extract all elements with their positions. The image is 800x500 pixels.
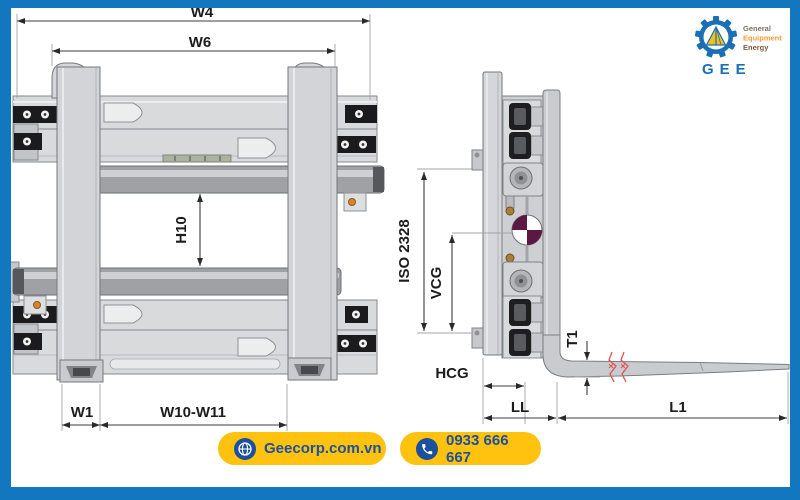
dim-label-vcg: VCG <box>428 267 445 300</box>
phone-button[interactable]: 0933 666 667 <box>400 431 541 466</box>
dim-label-hcg: HCG <box>435 365 468 382</box>
side-view: ISO 2328 VCG HCG LL L1 T1 <box>396 71 790 424</box>
front-view: W4 W6 H10 W1 W10-W11 <box>4 4 385 431</box>
frame-border-left <box>0 0 11 500</box>
website-button[interactable]: Geecorp.com.vn <box>218 432 386 465</box>
dim-label-ll: LL <box>511 399 529 416</box>
break-marks <box>608 351 629 383</box>
brand-word-equipment: Equipment <box>743 34 782 43</box>
gear-icon <box>694 16 738 58</box>
front-end-caps <box>13 105 377 352</box>
frame-border-bottom <box>0 487 800 500</box>
phone-label: 0933 666 667 <box>446 431 509 466</box>
frame-border-top <box>0 0 800 8</box>
brand-logo: General Equipment Energy GEE <box>694 16 782 78</box>
brand-word-general: General <box>743 24 771 33</box>
front-carriage-plates <box>56 66 338 381</box>
side-dimensions: ISO 2328 VCG HCG LL L1 T1 <box>396 168 789 424</box>
phone-icon <box>416 437 438 460</box>
globe-icon <box>234 437 256 460</box>
dim-label-iso-2328: ISO 2328 <box>396 219 413 282</box>
side-plate <box>471 71 503 356</box>
front-feet <box>59 357 332 383</box>
dim-label-w6: W6 <box>189 34 212 51</box>
side-fork <box>542 89 790 378</box>
front-dimensions: W4 W6 H10 W1 W10-W11 <box>16 4 371 431</box>
dim-label-w1: W1 <box>71 404 94 421</box>
dim-label-w4: W4 <box>191 4 214 21</box>
brand-word-energy: Energy <box>743 43 769 52</box>
brand-acronym: GEE <box>702 61 752 78</box>
dim-label-w10-w11: W10-W11 <box>160 404 226 421</box>
center-of-gravity-icon <box>511 214 543 246</box>
frame-border-right <box>790 0 800 500</box>
dim-label-l1: L1 <box>669 399 687 416</box>
website-label: Geecorp.com.vn <box>264 440 382 457</box>
dim-label-t1: T1 <box>564 330 581 348</box>
dim-label-h10: H10 <box>173 216 190 244</box>
